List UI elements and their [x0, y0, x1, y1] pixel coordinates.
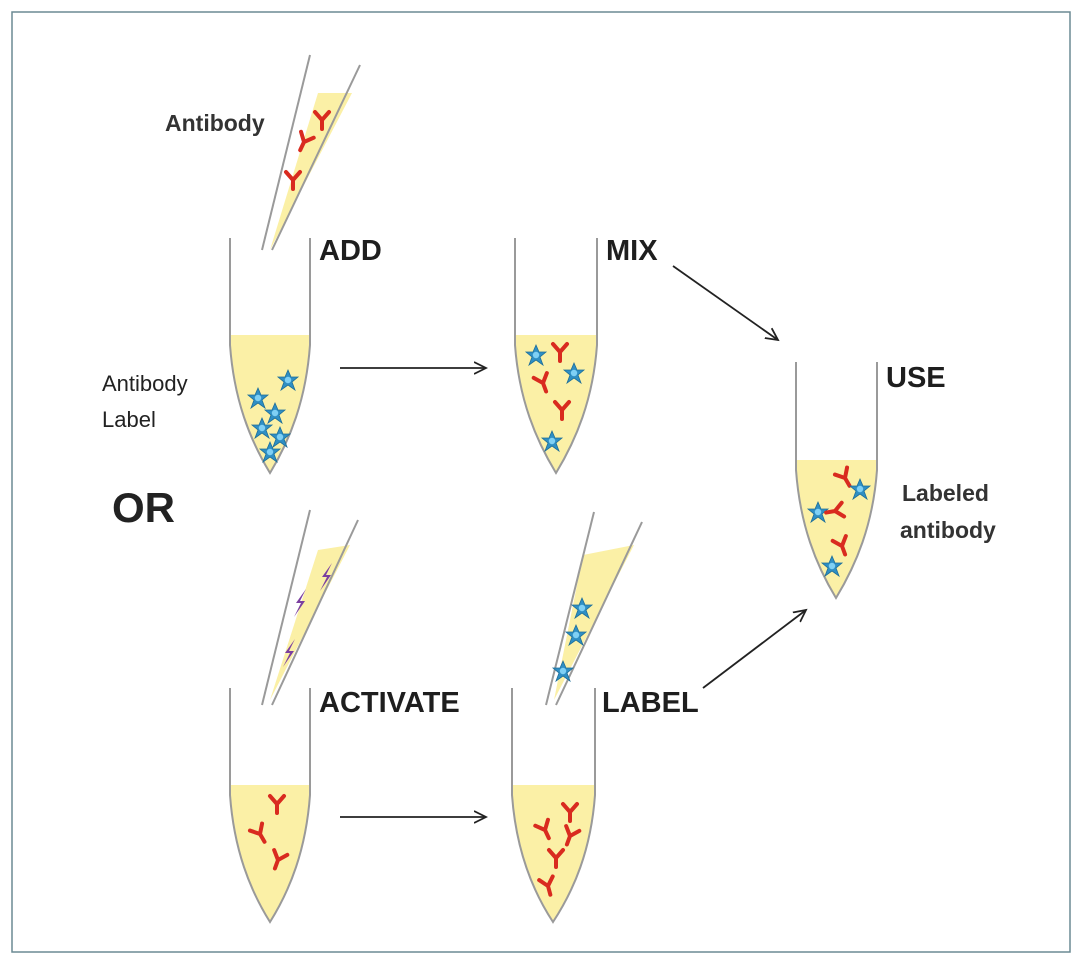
activator-pipette [261, 509, 359, 706]
antibody-label-line2: Label [102, 407, 156, 432]
tube-add [229, 238, 311, 475]
labeled-antibody-line1: Labeled [902, 480, 989, 506]
arrow-mix-to-use [672, 265, 778, 340]
step-use: USE [886, 362, 946, 394]
tube-activate [229, 688, 311, 924]
labeled-antibody-line2: antibody [900, 517, 996, 543]
tube-mix [514, 238, 598, 475]
step-mix: MIX [606, 235, 658, 267]
antibody-pipette [261, 54, 361, 251]
arrow-label-to-use [702, 610, 806, 689]
or-label: OR [112, 484, 175, 531]
step-label: LABEL [602, 687, 699, 719]
step-add: ADD [319, 235, 382, 267]
antibody-pipette-label: Antibody [165, 110, 265, 136]
tube-label [511, 688, 596, 924]
label-pipette [545, 511, 643, 706]
step-activate: ACTIVATE [319, 687, 460, 719]
antibody-label-line1: Antibody [102, 371, 188, 396]
tube-use [795, 362, 878, 600]
